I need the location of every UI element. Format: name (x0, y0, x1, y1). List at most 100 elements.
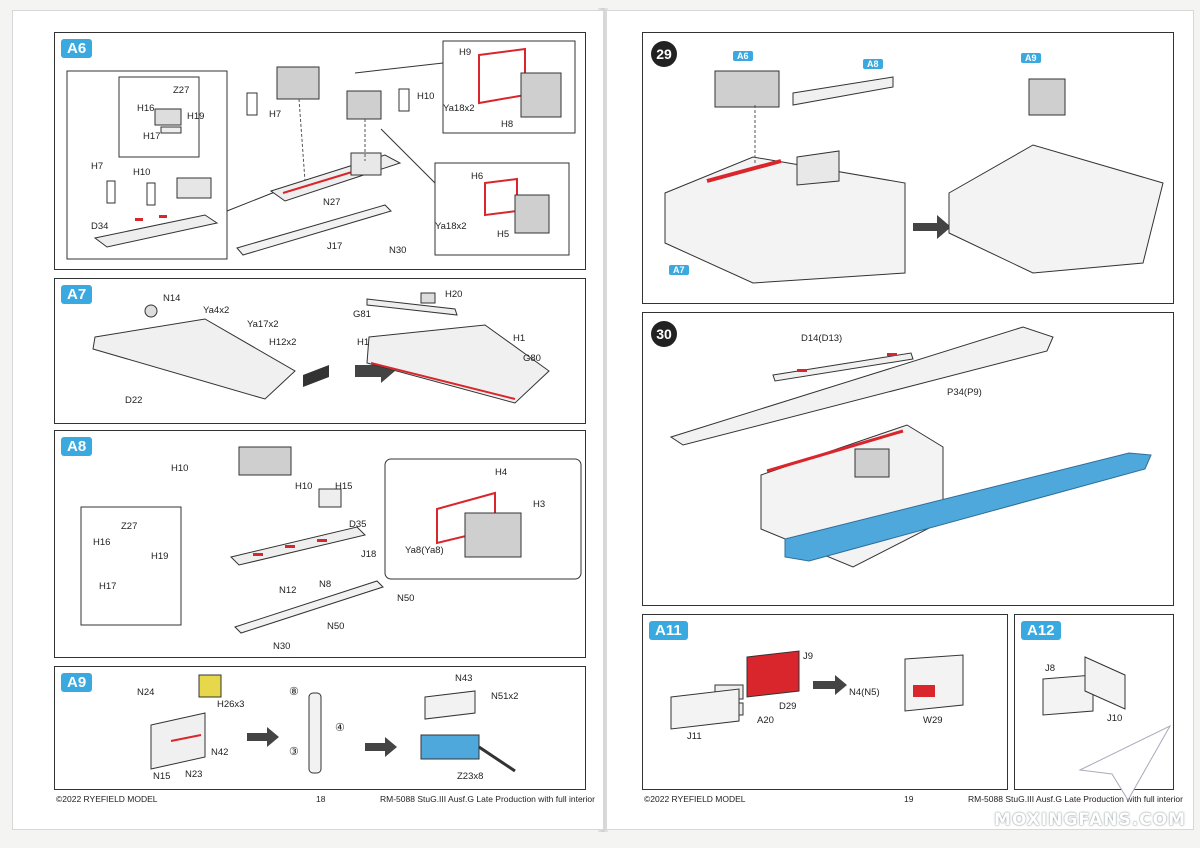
step-29-drawing (664, 70, 1164, 284)
step-30-drawing (669, 326, 1152, 568)
watermark: MOXINGFANS.COM (994, 810, 1186, 830)
a12-drawing (1042, 656, 1126, 716)
label-h19: H19 (187, 111, 205, 122)
badge-a8: A8 (61, 437, 93, 456)
label-h1-right: H1 (513, 333, 526, 344)
label-j10: J10 (1107, 713, 1123, 724)
panel-a11: A11 J9 D29 A20 J11 N4(N5) W29 (642, 614, 1008, 790)
label-h6: H6 (471, 171, 484, 182)
label-z27: Z27 (173, 85, 190, 96)
label-h5: H5 (497, 229, 510, 240)
label-ya18x2-bottom: Ya18x2 (435, 221, 467, 232)
step-number-30: 30 (651, 321, 677, 347)
label-g81: G81 (353, 309, 371, 320)
label-n4: N4(N5) (849, 687, 880, 698)
label-n14: N14 (163, 293, 181, 304)
label-n30: N30 (273, 641, 291, 652)
panel-a7: A7 N14 Ya4x2 Ya17x2 H12x2 D22 H20 G81 H1… (54, 278, 586, 424)
label-ya17x2: Ya17x2 (247, 319, 279, 330)
badge-a7: A7 (61, 285, 93, 304)
label-z27: Z27 (121, 521, 138, 532)
label-circled-4: ④ (335, 722, 345, 734)
label-ya8: Ya8(Ya8) (405, 545, 444, 556)
panel-a9: A9 N24 H26x3 N42 N15 N23 N43 N51x2 Z23x8… (54, 666, 586, 790)
label-h10: H10 (171, 463, 189, 474)
label-h10-inset: H10 (133, 167, 151, 178)
label-h8: H8 (501, 119, 514, 130)
panel-a8: A8 H10 H10 H15 D35 Z27 H16 H19 H17 N12 N… (54, 430, 586, 658)
panel-a12: A12 J8 J10 (1014, 614, 1174, 790)
label-h17: H17 (99, 581, 117, 592)
label-n8: N8 (319, 579, 332, 590)
label-j17: J17 (327, 241, 343, 252)
label-j11: J11 (687, 731, 702, 742)
footer-page-right: 19 (904, 794, 914, 804)
tag-a6: A6 (733, 51, 753, 61)
label-d29: D29 (779, 701, 797, 712)
label-n15: N15 (153, 771, 171, 782)
a11-drawing (670, 650, 964, 730)
badge-a9: A9 (61, 673, 93, 692)
label-n51x2: N51x2 (491, 691, 519, 702)
label-n27: N27 (323, 197, 341, 208)
label-h16: H16 (93, 537, 111, 548)
a9-drawing (150, 674, 516, 774)
label-w29: W29 (923, 715, 943, 726)
label-d34: D34 (91, 221, 109, 232)
label-circled-3: ③ (289, 746, 299, 758)
label-j9: J9 (803, 651, 814, 662)
label-h9: H9 (459, 47, 472, 58)
label-j18: J18 (361, 549, 377, 560)
label-h26x3: H26x3 (217, 699, 245, 710)
label-circled-8: ⑧ (289, 686, 299, 698)
label-ya4x2: Ya4x2 (203, 305, 230, 316)
label-h7-inset: H7 (91, 161, 104, 172)
label-n24: N24 (137, 687, 155, 698)
tag-a7: A7 (669, 265, 689, 275)
panel-a6: A6 Z27 H16 H19 H (54, 32, 586, 270)
label-h19: H19 (151, 551, 169, 562)
footer-title-left: RM-5088 StuG.III Ausf.G Late Production … (380, 794, 595, 804)
label-a20: A20 (757, 715, 774, 726)
a7-drawing (92, 292, 550, 404)
label-n50-bottom: N50 (327, 621, 345, 632)
label-n12: N12 (279, 585, 297, 596)
label-p34: P34(P9) (947, 387, 982, 398)
tag-a9: A9 (1021, 53, 1041, 63)
label-h17: H17 (143, 131, 161, 142)
label-h4: H4 (495, 467, 508, 478)
label-n42: N42 (211, 747, 229, 758)
badge-a11: A11 (649, 621, 688, 640)
footer-title-right: RM-5088 StuG.III Ausf.G Late Production … (968, 794, 1183, 804)
label-d35: D35 (349, 519, 367, 530)
panel-step-29: 29 A6 A8 A9 A7 (642, 32, 1174, 304)
panel-step-30: 30 D14(D13) P34(P9) (642, 312, 1174, 606)
label-h7: H7 (269, 109, 282, 120)
label-h10: H10 (417, 91, 435, 102)
a8-drawing (80, 446, 582, 634)
label-h15: H15 (335, 481, 353, 492)
badge-a12: A12 (1021, 621, 1061, 640)
label-ya18x2-top: Ya18x2 (443, 103, 475, 114)
a6-drawing (66, 40, 576, 260)
label-h1-left: H1 (357, 337, 370, 348)
footer-copyright-left: ©2022 RYEFIELD MODEL (56, 794, 158, 804)
label-n50-right: N50 (397, 593, 415, 604)
label-h10b: H10 (295, 481, 313, 492)
footer-copyright-right: ©2022 RYEFIELD MODEL (644, 794, 746, 804)
label-z23x8: Z23x8 (457, 771, 484, 782)
label-j8: J8 (1045, 663, 1056, 674)
label-n43: N43 (455, 673, 473, 684)
badge-a6: A6 (61, 39, 93, 58)
tag-a8: A8 (863, 59, 883, 69)
label-h20: H20 (445, 289, 463, 300)
step-number-29: 29 (651, 41, 677, 67)
label-d14: D14(D13) (801, 333, 843, 344)
label-n23: N23 (185, 769, 203, 780)
label-g80: G80 (523, 353, 541, 364)
footer-page-left: 18 (316, 794, 326, 804)
label-d22: D22 (125, 395, 143, 406)
label-h12x2: H12x2 (269, 337, 297, 348)
label-n30: N30 (389, 245, 407, 256)
label-h3: H3 (533, 499, 546, 510)
